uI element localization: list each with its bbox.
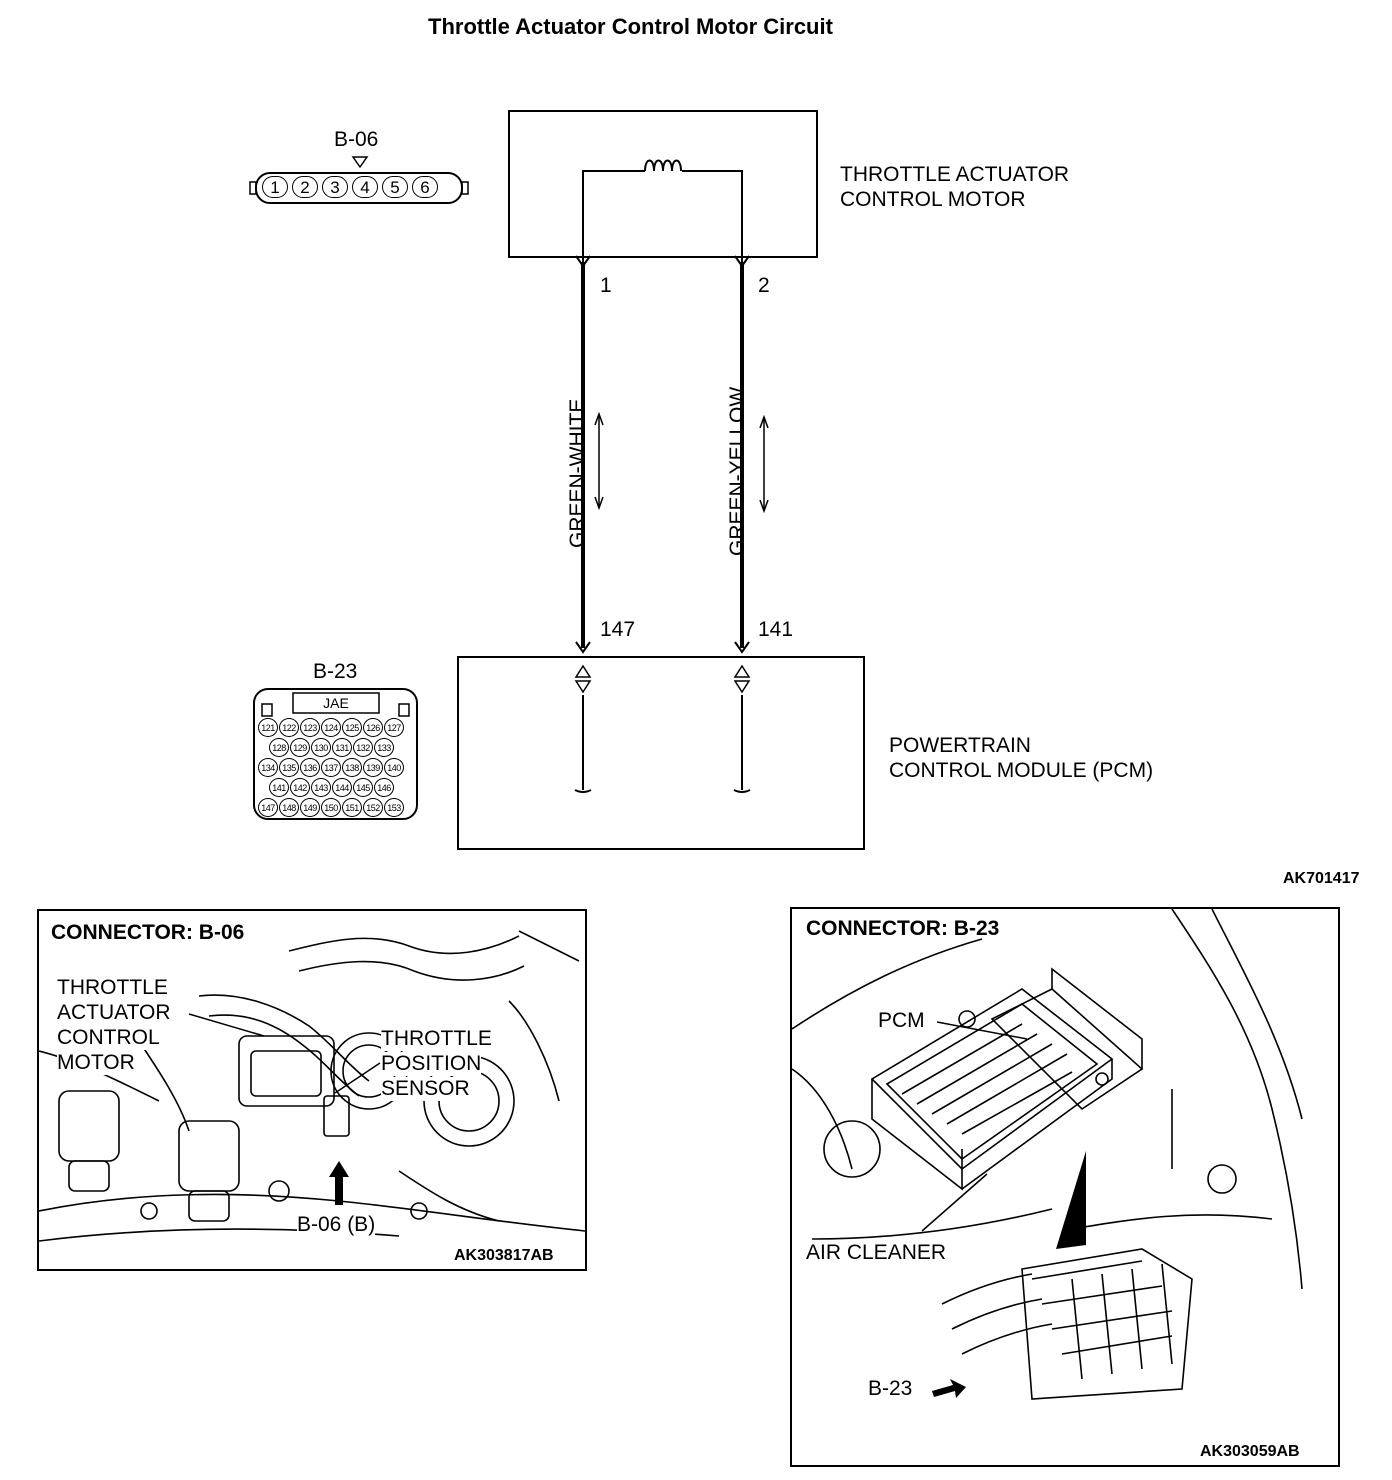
pcm-pin-147: 147 [600, 618, 636, 641]
connector-b23-pin: 122 [279, 718, 299, 737]
connector-b23-pin: 143 [311, 778, 331, 797]
photo-left-motor-line3: CONTROL [57, 1026, 160, 1050]
connector-b06-pin: 1 [262, 176, 288, 198]
connector-b06-pin: 3 [322, 176, 348, 198]
pcm-label-line2: CONTROL MODULE (PCM) [889, 759, 1154, 782]
connector-b23-pin: 129 [290, 738, 310, 757]
connector-b23-pin: 135 [279, 758, 299, 777]
motor-label-line2: CONTROL MOTOR [840, 188, 1026, 211]
connector-b06-pin: 5 [382, 176, 408, 198]
connector-b23-pin: 145 [353, 778, 373, 797]
photo-left-sensor-line3: SENSOR [381, 1077, 470, 1101]
connector-b23-pin: 131 [332, 738, 352, 757]
connector-b23-pin: 132 [353, 738, 373, 757]
photo-right-code: AK303059AB [1200, 1443, 1300, 1461]
connector-b23-pin: 148 [279, 798, 299, 817]
wire-label-right: GREEN-YELLOW [726, 386, 749, 556]
connector-b23-pin: 152 [363, 798, 383, 817]
connector-b23-pin: 126 [363, 718, 383, 737]
motor-pin-1: 1 [600, 274, 612, 297]
motor-pin-2: 2 [758, 274, 770, 297]
connector-b23-pin: 123 [300, 718, 320, 737]
photo-left-motor-line1: THROTTLE [57, 976, 168, 1000]
connector-b23-pin: 133 [374, 738, 394, 757]
connector-b23-pin: 146 [374, 778, 394, 797]
connector-b23-pin: 121 [258, 718, 278, 737]
connector-b23-pin: 125 [342, 718, 362, 737]
photo-left-header: CONNECTOR: B-06 [51, 921, 245, 944]
schematic-lines [249, 110, 865, 850]
connector-b23-pin: 151 [342, 798, 362, 817]
photo-right-pcm-label: PCM [878, 1009, 925, 1033]
connector-b23-maker: JAE [323, 695, 349, 711]
connector-b23-pin: 138 [342, 758, 362, 777]
photo-connector-b06: CONNECTOR: B-06 THROTTLE ACTUATOR CONTRO… [37, 909, 587, 1271]
connector-icon [249, 156, 469, 204]
photo-right-pointer: B-23 [868, 1377, 913, 1401]
pcm-illustration [792, 909, 1303, 1400]
connector-b23-pin: 153 [384, 798, 404, 817]
motor-label-line1: THROTTLE ACTUATOR [840, 163, 1070, 186]
connector-b23-pin: 150 [321, 798, 341, 817]
photo-left-code: AK303817AB [454, 1247, 554, 1265]
connector-b06-pin: 6 [412, 176, 438, 198]
connector-b06-name: B-06 [334, 128, 379, 151]
connector-b23-pin: 134 [258, 758, 278, 777]
connector-b23-pin: 142 [290, 778, 310, 797]
photo-left-sensor-line2: POSITION [381, 1052, 482, 1076]
connector-b23-pin: 124 [321, 718, 341, 737]
connector-b23-pin: 130 [311, 738, 331, 757]
connector-b23-pin: 137 [321, 758, 341, 777]
photo-left-motor-line2: ACTUATOR [57, 1001, 171, 1025]
diagram-code: AK701417 [1283, 870, 1360, 887]
page-title: Throttle Actuator Control Motor Circuit [428, 14, 833, 39]
pcm-pin-141: 141 [758, 618, 794, 641]
photo-left-pointer: B-06 (B) [297, 1213, 376, 1237]
photo-left-sensor-line1: THROTTLE [381, 1027, 492, 1051]
connector-b23-pin: 144 [332, 778, 352, 797]
connector-b23-pin: 139 [363, 758, 383, 777]
engine-illustration [39, 930, 585, 1242]
connector-b23-pin: 147 [258, 798, 278, 817]
photo-right-cleaner-label: AIR CLEANER [806, 1241, 947, 1265]
connector-b23-pin: 141 [269, 778, 289, 797]
photo-connector-b23: CONNECTOR: B-23 PCM AIR CLEANER B-23 AK3… [790, 907, 1340, 1467]
connector-b23-pin: 127 [384, 718, 404, 737]
photo-right-header: CONNECTOR: B-23 [806, 917, 1000, 940]
connector-b23-pin: 140 [384, 758, 404, 777]
connector-b23-pin: 128 [269, 738, 289, 757]
coil-icon [644, 159, 682, 172]
pcm-label-line1: POWERTRAIN [889, 734, 1031, 757]
connector-b06-pin: 4 [352, 176, 378, 198]
arrow-icon [594, 411, 769, 514]
connector-b06-pin: 2 [292, 176, 318, 198]
connector-b23-pin: 149 [300, 798, 320, 817]
connector-b23-name: B-23 [313, 660, 358, 683]
photo-left-motor-line4: MOTOR [57, 1051, 135, 1075]
connector-b23-pin: 136 [300, 758, 320, 777]
wire-label-left: GREEN-WHITE [566, 398, 589, 548]
